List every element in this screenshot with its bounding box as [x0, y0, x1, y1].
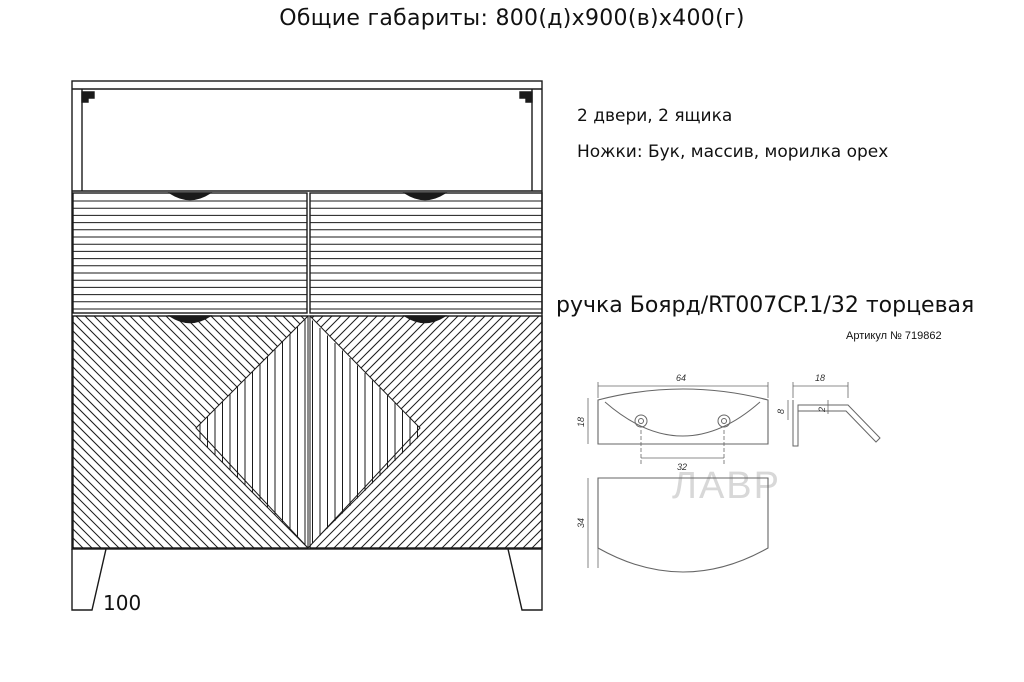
door-handle-right [402, 315, 448, 324]
door-pattern [73, 315, 542, 549]
watermark: ЛАВР [672, 465, 781, 507]
handle-front-view [597, 388, 769, 445]
dim-profile-height: 8 [776, 409, 786, 414]
spec-doors-drawers: 2 двери, 2 ящика [577, 106, 733, 126]
dim-profile-width: 18 [815, 373, 825, 383]
shelf-bracket-right [519, 91, 533, 103]
leg-right [507, 548, 543, 611]
handle-title: ручка Боярд/RT007CP.1/32 торцевая [556, 293, 975, 318]
dim-hole-spacing: 32 [677, 462, 687, 472]
drawer-handle-right [402, 192, 448, 201]
dim-height: 18 [576, 417, 586, 427]
dim-profile-thickness: 2 [817, 407, 827, 413]
cabinet [71, 80, 543, 611]
drawer-grooves [73, 200, 542, 310]
cabinet-outline [71, 80, 543, 550]
page-title: Общие габариты: 800(д)х900(в)х400(г) [279, 6, 745, 31]
dim-depth: 34 [576, 518, 586, 528]
leg-left [71, 548, 107, 611]
spec-legs: Ножки: Бук, массив, морилка орех [577, 142, 889, 162]
handle-drawing: ЛАВР [587, 382, 881, 573]
shelf-bracket-left [81, 91, 95, 103]
drawer-handle-left [167, 192, 213, 201]
door-handle-left [167, 315, 213, 324]
leg-height-label: 100 [103, 591, 142, 615]
handle-article: Артикул № 719862 [846, 330, 942, 342]
handle-profile-view [792, 400, 881, 447]
dim-width: 64 [676, 373, 686, 383]
handle-top-view [597, 477, 769, 573]
